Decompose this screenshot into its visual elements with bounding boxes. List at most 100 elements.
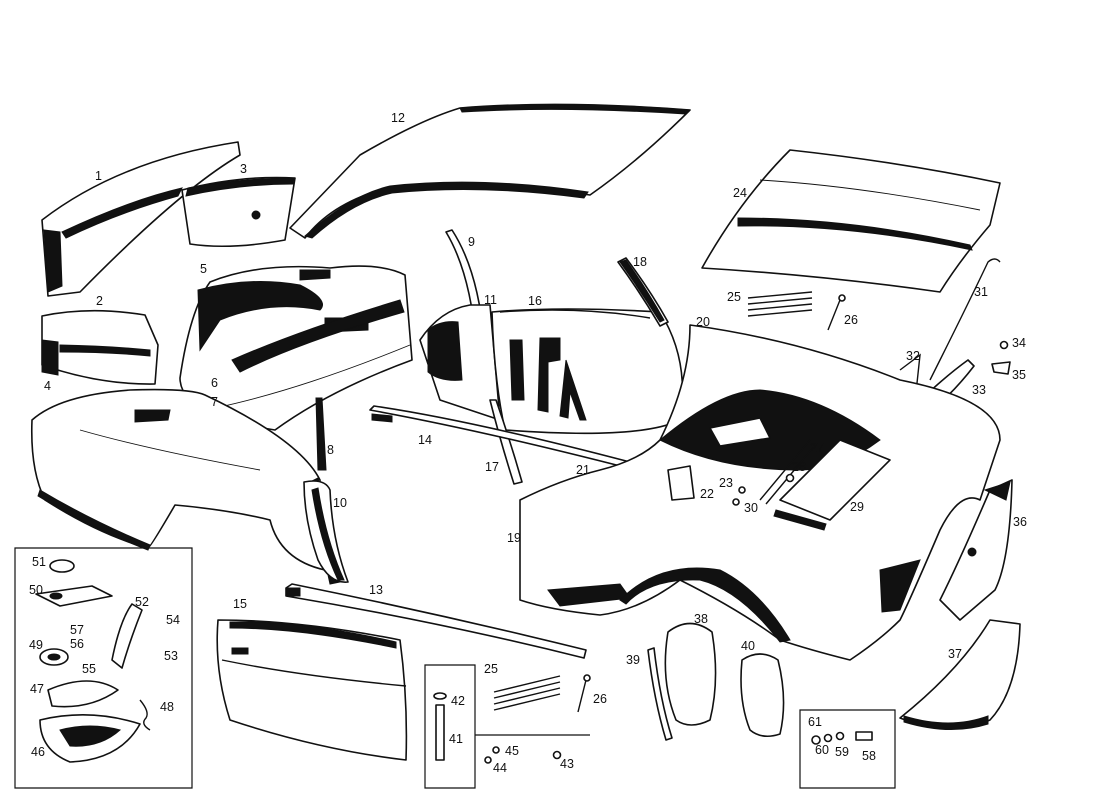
label-7: 7 xyxy=(211,395,218,409)
label-42: 42 xyxy=(451,694,465,708)
part-22-panel[interactable] xyxy=(667,465,695,501)
part-24-bonnet[interactable] xyxy=(701,149,1001,293)
part-38-inner-wing[interactable] xyxy=(664,622,717,726)
part-43-screw[interactable] xyxy=(552,750,562,760)
part-52-hinge[interactable] xyxy=(111,603,143,669)
label-50: 50 xyxy=(29,583,43,597)
label-14: 14 xyxy=(418,433,432,447)
label-26b: 26 xyxy=(593,692,607,706)
part-4-rear-body[interactable] xyxy=(30,388,341,585)
label-10: 10 xyxy=(333,496,347,510)
part-35-clip[interactable] xyxy=(991,361,1011,375)
part-37-bumper[interactable] xyxy=(899,619,1021,730)
part-23-screw[interactable] xyxy=(738,486,746,494)
part-44-nut[interactable] xyxy=(484,756,492,764)
label-34: 34 xyxy=(1012,336,1026,350)
label-39: 39 xyxy=(626,653,640,667)
part-13-sill-strip[interactable] xyxy=(285,583,587,659)
part-47-ring[interactable] xyxy=(47,680,119,708)
label-60: 60 xyxy=(815,743,829,757)
label-3: 3 xyxy=(240,162,247,176)
label-2: 2 xyxy=(96,294,103,308)
part-41-bolt[interactable] xyxy=(435,704,445,761)
part-31-rod[interactable] xyxy=(929,258,1001,381)
part-3-panel[interactable] xyxy=(181,176,296,248)
part-16-door[interactable] xyxy=(419,304,684,435)
label-53: 53 xyxy=(164,649,178,663)
label-26a: 26 xyxy=(844,313,858,327)
inset-fastener-box xyxy=(799,709,896,789)
inset-fuel-filler-box xyxy=(14,547,193,789)
label-61: 61 xyxy=(808,715,822,729)
label-11: 11 xyxy=(484,293,497,307)
label-54: 54 xyxy=(166,613,180,627)
label-20: 20 xyxy=(696,315,710,329)
part-58-bolt[interactable] xyxy=(855,731,873,741)
part-45-washer[interactable] xyxy=(492,746,500,754)
part-36-bracket[interactable] xyxy=(939,479,1013,621)
part-48-spring[interactable] xyxy=(139,699,151,731)
label-46: 46 xyxy=(31,745,45,759)
inset-small-parts-box xyxy=(424,664,590,789)
label-8: 8 xyxy=(327,443,334,457)
label-5: 5 xyxy=(200,262,207,276)
label-6: 6 xyxy=(211,376,218,390)
part-40-inner-wing[interactable] xyxy=(740,653,785,738)
part-2-wing[interactable] xyxy=(41,309,159,385)
part-17-strip[interactable] xyxy=(489,399,523,485)
label-33: 33 xyxy=(972,383,986,397)
label-37: 37 xyxy=(948,647,962,661)
part-51-cap[interactable] xyxy=(49,559,75,573)
part-50-lid[interactable] xyxy=(35,585,113,607)
label-49: 49 xyxy=(29,638,43,652)
label-44: 44 xyxy=(493,761,507,775)
label-52: 52 xyxy=(135,595,149,609)
label-21: 21 xyxy=(576,463,590,477)
part-59-washer[interactable] xyxy=(835,731,845,741)
part-18-trim[interactable] xyxy=(617,257,669,327)
label-16: 16 xyxy=(528,294,542,308)
part-8-strip[interactable] xyxy=(315,397,327,471)
part-49-seal[interactable] xyxy=(39,648,69,666)
label-18: 18 xyxy=(633,255,647,269)
label-41: 41 xyxy=(449,732,463,746)
part-34-screw[interactable] xyxy=(999,340,1009,350)
part-26-stay-top[interactable] xyxy=(827,294,846,331)
label-55: 55 xyxy=(82,662,96,676)
part-29-panel[interactable] xyxy=(773,439,891,531)
label-15: 15 xyxy=(233,597,247,611)
label-25a: 25 xyxy=(727,290,741,304)
label-58: 58 xyxy=(862,749,876,763)
label-1: 1 xyxy=(95,169,102,183)
label-36: 36 xyxy=(1013,515,1027,529)
part-10-piece[interactable] xyxy=(303,480,349,583)
part-20-front-body[interactable] xyxy=(519,324,1001,661)
part-1-quarter-panel[interactable] xyxy=(41,141,241,297)
label-57: 57 xyxy=(70,623,84,637)
part-30-screw[interactable] xyxy=(732,498,740,506)
part-15-door-skin[interactable] xyxy=(216,619,408,761)
label-23: 23 xyxy=(719,476,733,490)
part-12-roof[interactable] xyxy=(289,103,692,239)
label-13: 13 xyxy=(369,583,383,597)
label-24: 24 xyxy=(733,186,747,200)
label-45: 45 xyxy=(505,744,519,758)
part-39-strip[interactable] xyxy=(647,647,673,741)
label-32: 32 xyxy=(906,349,920,363)
label-56: 56 xyxy=(70,637,84,651)
label-51: 51 xyxy=(32,555,46,569)
label-35: 35 xyxy=(1012,368,1026,382)
part-5-interior-tub[interactable] xyxy=(179,265,413,431)
label-17: 17 xyxy=(485,460,499,474)
part-25-grille-top[interactable] xyxy=(747,291,813,317)
part-26-stay-bottom[interactable] xyxy=(577,674,591,713)
label-40: 40 xyxy=(741,639,755,653)
part-46-housing[interactable] xyxy=(39,714,141,763)
part-60-washer[interactable] xyxy=(823,733,833,743)
part-42-washer[interactable] xyxy=(433,692,447,700)
part-25-grille-bottom[interactable] xyxy=(493,675,561,711)
label-31: 31 xyxy=(974,285,988,299)
part-61-nut[interactable] xyxy=(811,735,821,745)
part-28-screw[interactable] xyxy=(785,473,795,483)
